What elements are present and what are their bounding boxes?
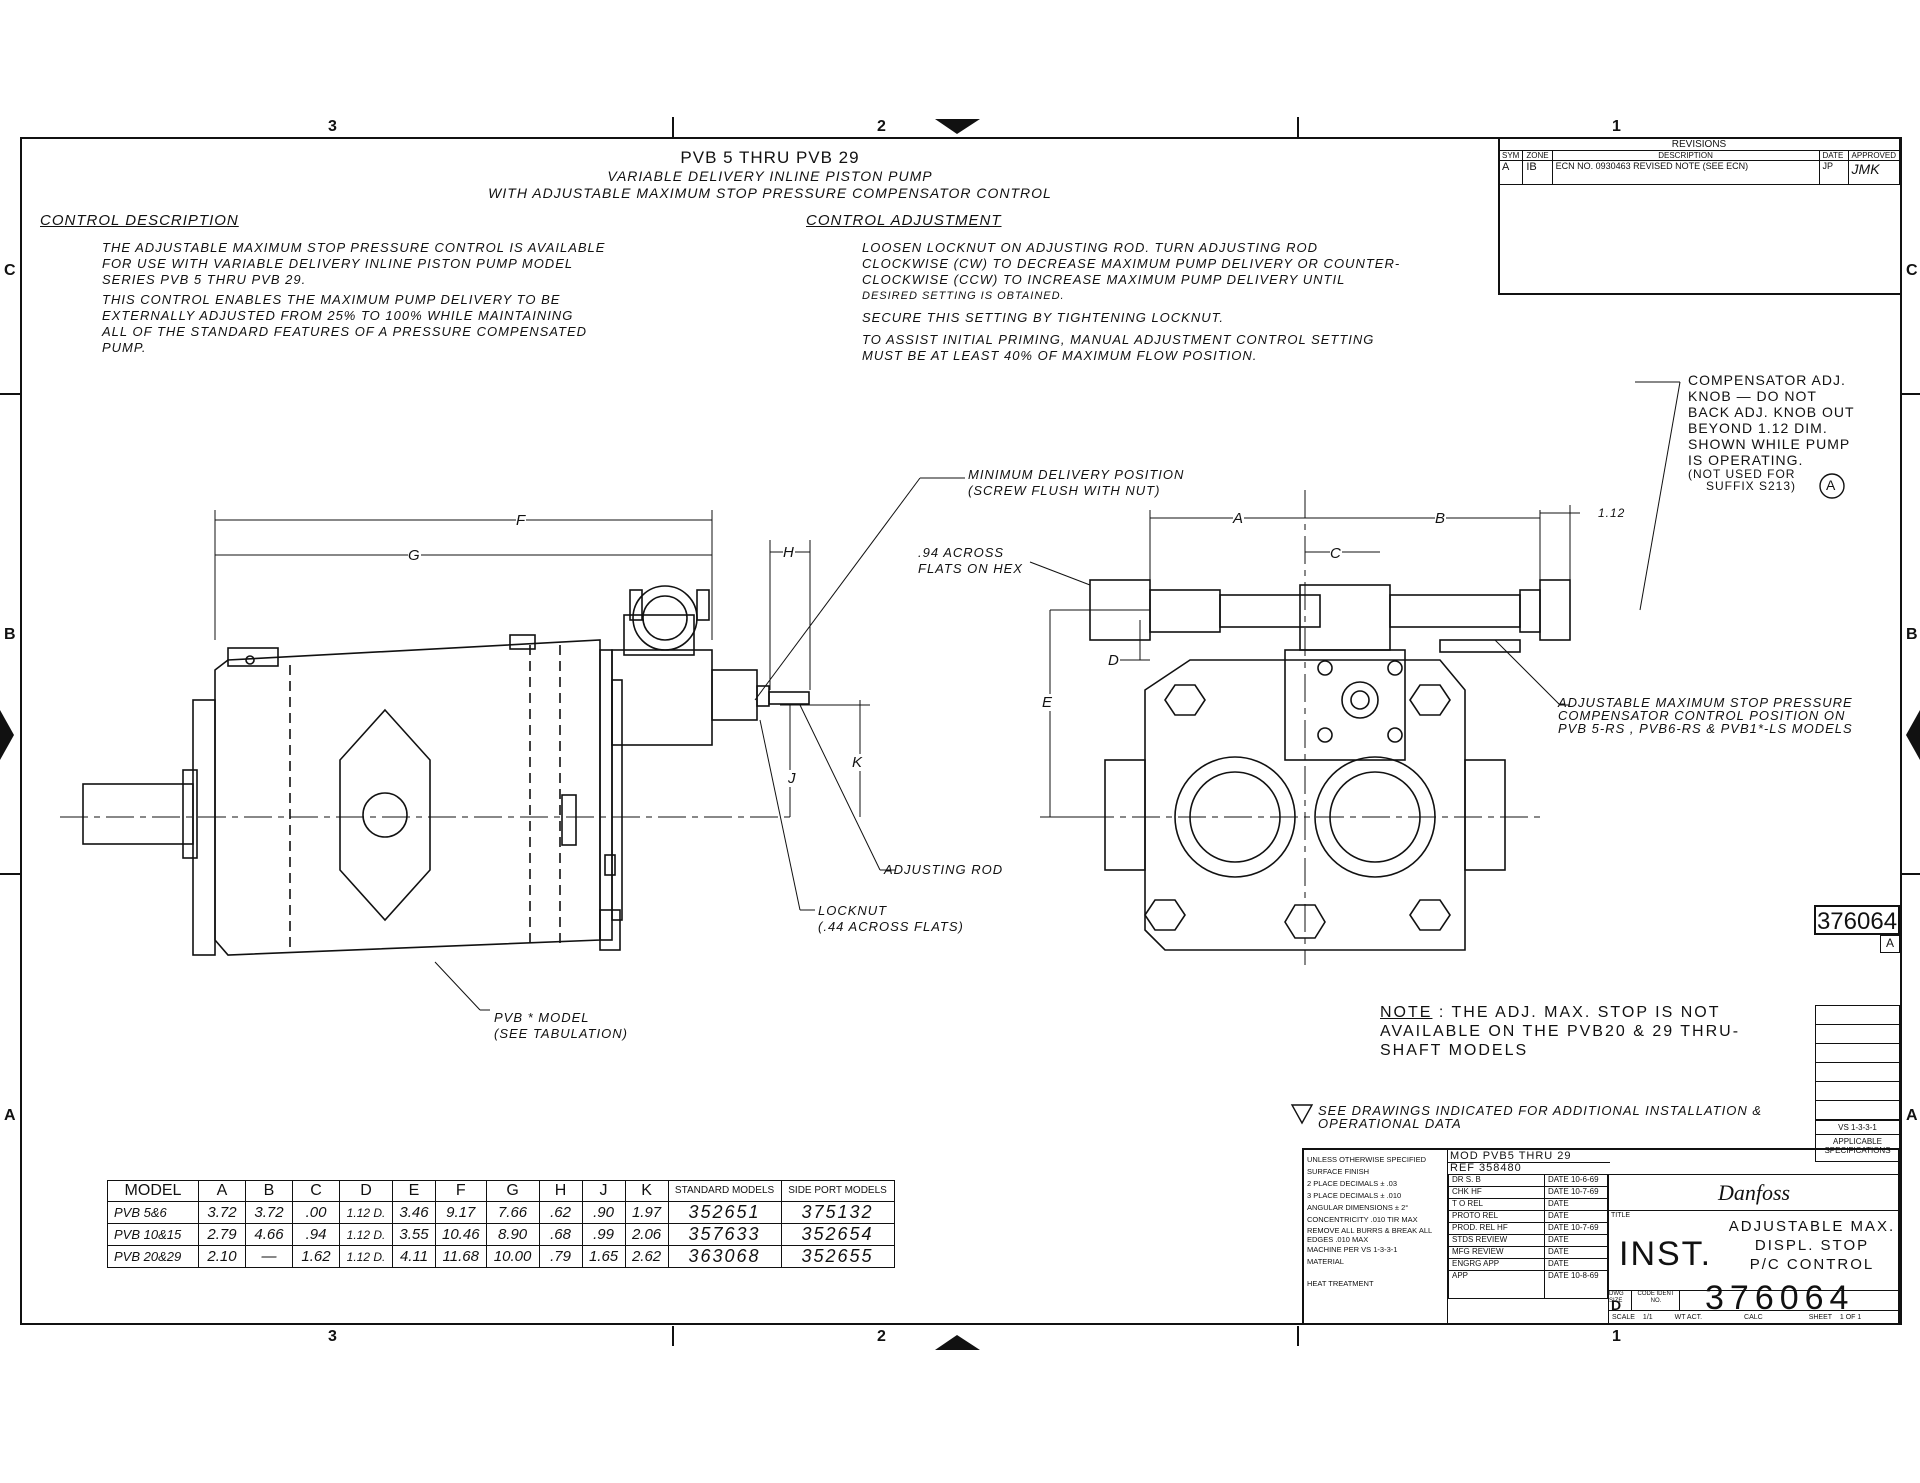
title-area: TITLE INST. ADJUSTABLE MAX. DISPL. STOP … — [1608, 1210, 1899, 1291]
callout-compensator-symbol: A — [1826, 477, 1836, 493]
revisions-frame — [1498, 139, 1500, 295]
pump-front-view — [1029, 381, 1681, 965]
dim-b: B — [1435, 510, 1447, 527]
zone-bottom-2: 2 — [877, 1328, 886, 1345]
dwg-number-row: DWG SIZE D CODE IDENT NO. 376064 — [1608, 1279, 1899, 1317]
zone-top-3: 3 — [328, 118, 337, 135]
dim-c: C — [1330, 545, 1342, 562]
rev-description: ECN NO. 0930463 REVISED NOTE (SEE ECN) — [1551, 160, 1820, 185]
brand-logo: Danfoss — [1608, 1174, 1899, 1211]
title-lines: ADJUSTABLE MAX. DISPL. STOP P/C CONTROL — [1728, 1218, 1896, 1273]
drawing-title: PVB 5 THRU PVB 29 — [680, 148, 860, 167]
title-label: TITLE — [1611, 1212, 1631, 1219]
control-adjustment-heading: CONTROL ADJUSTMENT — [806, 212, 1002, 229]
title-block-mod: MOD PVB5 THRU 29 — [1448, 1150, 1610, 1163]
zone-top-1: 1 — [1612, 118, 1621, 135]
dim-g: G — [408, 547, 421, 564]
zone-bottom-1: 1 — [1612, 1328, 1621, 1345]
drawing-subtitle: VARIABLE DELIVERY INLINE PISTON PUMP — [607, 168, 933, 184]
callout-locknut: LOCKNUT (.44 ACROSS FLATS) — [818, 903, 964, 934]
zone-right-b: B — [1906, 626, 1918, 643]
rev-approved: JMK — [1847, 160, 1901, 185]
callout-pvb-model: PVB * MODEL (SEE TABULATION) — [494, 1010, 628, 1041]
dim-1-12: 1.12 — [1598, 506, 1626, 520]
dim-j: J — [788, 770, 797, 787]
title-block: UNLESS OTHERWISE SPECIFIED SURFACE FINIS… — [1302, 1148, 1900, 1325]
drawing-subtitle-2: WITH ADJUSTABLE MAXIMUM STOP PRESSURE CO… — [488, 185, 1052, 201]
title-inst: INST. — [1619, 1235, 1713, 1273]
callout-compensator: COMPENSATOR ADJ. KNOB — DO NOT BACK ADJ.… — [1688, 372, 1855, 493]
drawing-number-box: 376064 — [1814, 905, 1900, 935]
drawing-rev-box: A — [1880, 935, 1900, 953]
zone-tick — [1297, 1326, 1299, 1346]
scale-row: SCALE 1/1 WT ACT. CALC SHEET 1 OF 1 — [1608, 1310, 1899, 1324]
zone-tick — [0, 393, 20, 395]
zone-left-a: A — [4, 1107, 16, 1124]
callout-across-flats: .94 ACROSS FLATS ON HEX — [918, 545, 1023, 576]
dim-d: D — [1108, 652, 1120, 669]
dwg-size: D — [1611, 1297, 1622, 1313]
tabulation-table: MODEL A B C D E F G H J K STANDARD MODEL… — [107, 1180, 895, 1268]
tabulation-header-row: MODEL A B C D E F G H J K STANDARD MODEL… — [107, 1180, 895, 1202]
control-description-text: THE ADJUSTABLE MAXIMUM STOP PRESSURE CON… — [102, 240, 606, 355]
zone-tick — [672, 1326, 674, 1346]
dim-f: F — [516, 512, 527, 529]
dim-e: E — [1042, 694, 1054, 711]
zone-bottom-3: 3 — [328, 1328, 337, 1345]
note-label: NOTE — [1380, 1004, 1433, 1021]
revisions-table: REVISIONS SYM ZONE DESCRIPTION DATE APPR… — [1497, 139, 1901, 185]
see-drawings-note: SEE DRAWINGS INDICATED FOR ADDITIONAL IN… — [1318, 1103, 1762, 1131]
rev-date: JP — [1818, 160, 1849, 185]
control-description-heading: CONTROL DESCRIPTION — [40, 212, 239, 229]
zone-tick — [1900, 873, 1920, 875]
dim-a: A — [1233, 510, 1245, 527]
dim-h: H — [783, 544, 795, 561]
rev-sym: A — [1497, 160, 1524, 185]
revisions-frame — [1498, 293, 1900, 295]
symbol-circle — [1819, 473, 1845, 499]
note-block: NOTE : THE ADJ. MAX. STOP IS NOT AVAILAB… — [1380, 1004, 1741, 1059]
rev-zone: IB — [1522, 160, 1553, 185]
zone-left-c: C — [4, 262, 16, 279]
control-adjustment-text: LOOSEN LOCKNUT ON ADJUSTING ROD. TURN AD… — [862, 240, 1401, 363]
title-block-specs: UNLESS OTHERWISE SPECIFIED SURFACE FINIS… — [1304, 1150, 1448, 1323]
callout-adjusting-rod: ADJUSTING ROD — [884, 862, 1004, 877]
callout-min-delivery: MINIMUM DELIVERY POSITION (SCREW FLUSH W… — [968, 467, 1185, 498]
dim-k: K — [852, 754, 864, 771]
zone-tick — [0, 873, 20, 875]
zone-right-c: C — [1906, 262, 1918, 279]
zone-top-2: 2 — [877, 118, 886, 135]
zone-right-a: A — [1906, 1107, 1918, 1124]
zone-tick — [672, 117, 674, 137]
drawing-border — [20, 137, 1902, 1325]
applicable-specs-box: VS 1-3-3-1 APPLICABLE SPECIFICATIONS — [1815, 1120, 1900, 1162]
blank-grid-box — [1815, 1005, 1900, 1120]
callout-adj-max-stop: ADJUSTABLE MAXIMUM STOP PRESSURE COMPENS… — [1558, 695, 1853, 736]
zone-left-b: B — [4, 626, 16, 643]
zone-tick — [1900, 393, 1920, 395]
zone-tick — [1297, 117, 1299, 137]
